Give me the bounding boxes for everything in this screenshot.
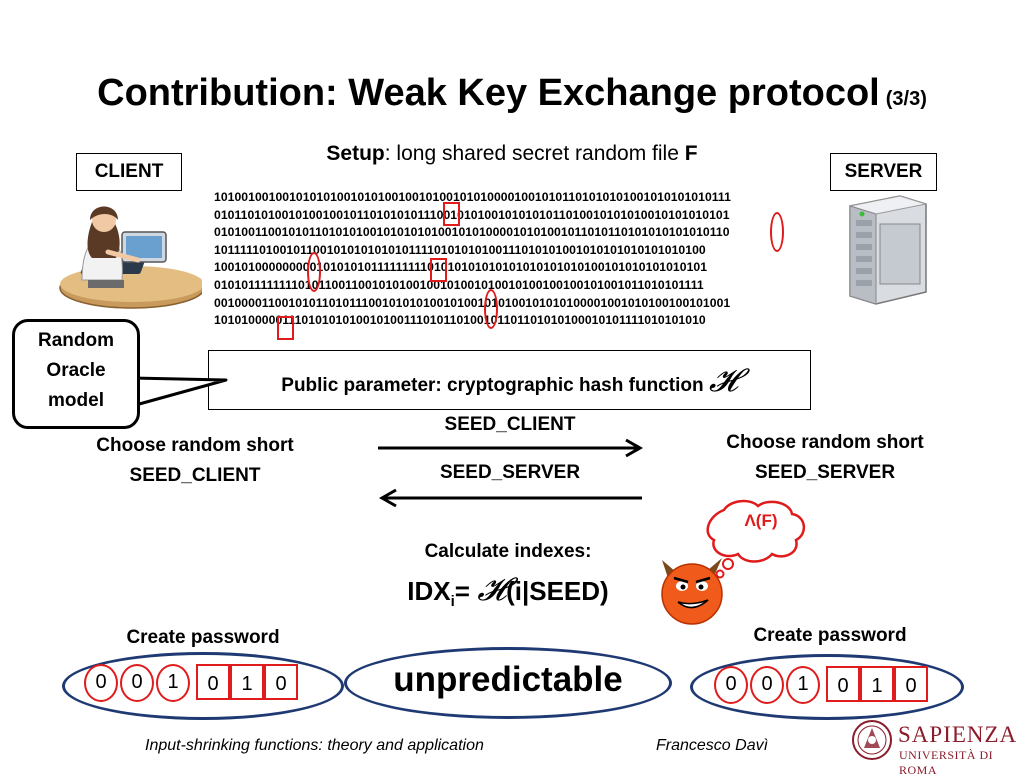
server-label: SERVER xyxy=(844,161,923,182)
server-label-box: SERVER xyxy=(830,153,937,191)
callout-line: Random xyxy=(38,330,114,351)
setup-text: : long shared secret random file xyxy=(384,142,685,165)
server-seed-step: Choose random short SEED_SERVER xyxy=(700,428,950,488)
server-create-password-label: Create password xyxy=(753,625,907,646)
server-step-line: Choose random short xyxy=(726,432,924,453)
password-digit-boxed: 0 xyxy=(826,666,860,702)
password-digit-circled: 0 xyxy=(714,666,748,704)
bits-row: 1011111010010110010101010101011110101010… xyxy=(214,242,706,257)
password-digit-circled: 0 xyxy=(84,664,118,702)
bits-row: 0101101010010100100101101010101110010101… xyxy=(214,207,730,222)
bits-row: 1001010000000001010101011111111101010101… xyxy=(214,260,708,275)
bit-highlight-box xyxy=(277,316,294,340)
arrow-label-to-server: SEED_CLIENT xyxy=(444,414,576,435)
password-digit-circled: 0 xyxy=(120,664,154,702)
unpredictable-label: unpredictable xyxy=(393,660,623,699)
bits-row: 0101011111111010110011001010100100101001… xyxy=(214,277,704,292)
setup-label: Setup xyxy=(326,142,385,165)
random-oracle-callout: Random Oracle model xyxy=(12,319,140,429)
attacker-thought-text: Λ(F) xyxy=(744,511,778,530)
password-digit-boxed: 1 xyxy=(230,664,264,700)
client-step-line: SEED_CLIENT xyxy=(129,465,261,486)
bits-row: 1010010010010101010010101001001010010101… xyxy=(214,190,731,204)
client-illustration xyxy=(59,206,202,309)
password-digit-circled: 1 xyxy=(786,666,820,704)
idx-prefix: IDX xyxy=(407,576,451,606)
password-digit-circled: 1 xyxy=(156,664,190,702)
bits-row: 1010100000111010101010010100111010110100… xyxy=(214,313,706,328)
hash-function-symbol: 𝓗 xyxy=(708,361,738,399)
arrow-right-icon xyxy=(378,438,644,458)
bit-highlight-box xyxy=(443,202,460,226)
title-main: Contribution: Weak Key Exchange protocol xyxy=(97,72,880,114)
password-digit-boxed: 0 xyxy=(894,666,928,702)
client-password-oval xyxy=(62,652,344,720)
sapienza-logo-subtitle: UNIVERSITÀ DI ROMA xyxy=(899,748,994,777)
hash-function-symbol: 𝓗 xyxy=(477,570,507,608)
arrow-left-icon xyxy=(378,488,642,508)
random-file-bits: 1010010010010101010010101001001010010101… xyxy=(214,189,794,330)
client-step-line: Choose random short xyxy=(96,435,294,456)
public-parameter-box: Public parameter: cryptographic hash fun… xyxy=(208,350,811,410)
server-illustration xyxy=(849,195,927,305)
setup-file: F xyxy=(684,142,698,165)
password-digit-circled: 0 xyxy=(750,666,784,704)
bits-row: 0101001100101011010101001010101010010101… xyxy=(214,225,730,240)
client-label: CLIENT xyxy=(94,161,164,182)
bit-highlight-ellipse xyxy=(770,212,784,252)
client-seed-step: Choose random short SEED_CLIENT xyxy=(70,431,320,491)
password-digit-boxed: 0 xyxy=(264,664,298,700)
client-create-password-label: Create password xyxy=(126,627,280,648)
callout-pointer xyxy=(130,376,228,408)
password-digit-boxed: 1 xyxy=(860,666,894,702)
bit-highlight-box xyxy=(430,258,447,282)
sapienza-crest-icon xyxy=(852,720,892,760)
footer-presentation-title: Input-shrinking functions: theory and ap… xyxy=(145,737,484,754)
bits-row: 0010000110010101101011100101010100101001… xyxy=(214,295,731,310)
idx-subscript: i xyxy=(450,593,455,611)
client-label-box: CLIENT xyxy=(76,153,182,191)
public-parameter-text: Public parameter: cryptographic hash fun… xyxy=(281,375,709,396)
password-digit-boxed: 0 xyxy=(196,664,230,700)
idx-equals: = xyxy=(454,576,478,606)
footer-author: Francesco Davì xyxy=(656,737,769,754)
setup-line: Setup: long shared secret random file F xyxy=(0,142,1024,166)
arrow-label-to-client: SEED_SERVER xyxy=(439,462,581,483)
idx-rest: (i|SEED) xyxy=(506,576,609,606)
bit-highlight-ellipse xyxy=(484,289,498,329)
callout-line: Oracle xyxy=(46,360,106,381)
server-password-oval xyxy=(690,654,964,720)
server-step-line: SEED_SERVER xyxy=(754,462,896,483)
sapienza-logo-name: SAPIENZA xyxy=(898,722,1018,747)
calculate-indexes-title: Calculate indexes: xyxy=(424,541,592,562)
bit-highlight-ellipse xyxy=(307,252,321,292)
index-formula: IDXi= 𝓗(i|SEED) xyxy=(360,570,656,610)
slide-title: Contribution: Weak Key Exchange protocol… xyxy=(0,72,1024,115)
title-part: (3/3) xyxy=(885,88,927,110)
callout-line: model xyxy=(48,390,104,411)
attacker-illustration xyxy=(661,499,805,625)
unpredictable-oval xyxy=(344,647,672,719)
